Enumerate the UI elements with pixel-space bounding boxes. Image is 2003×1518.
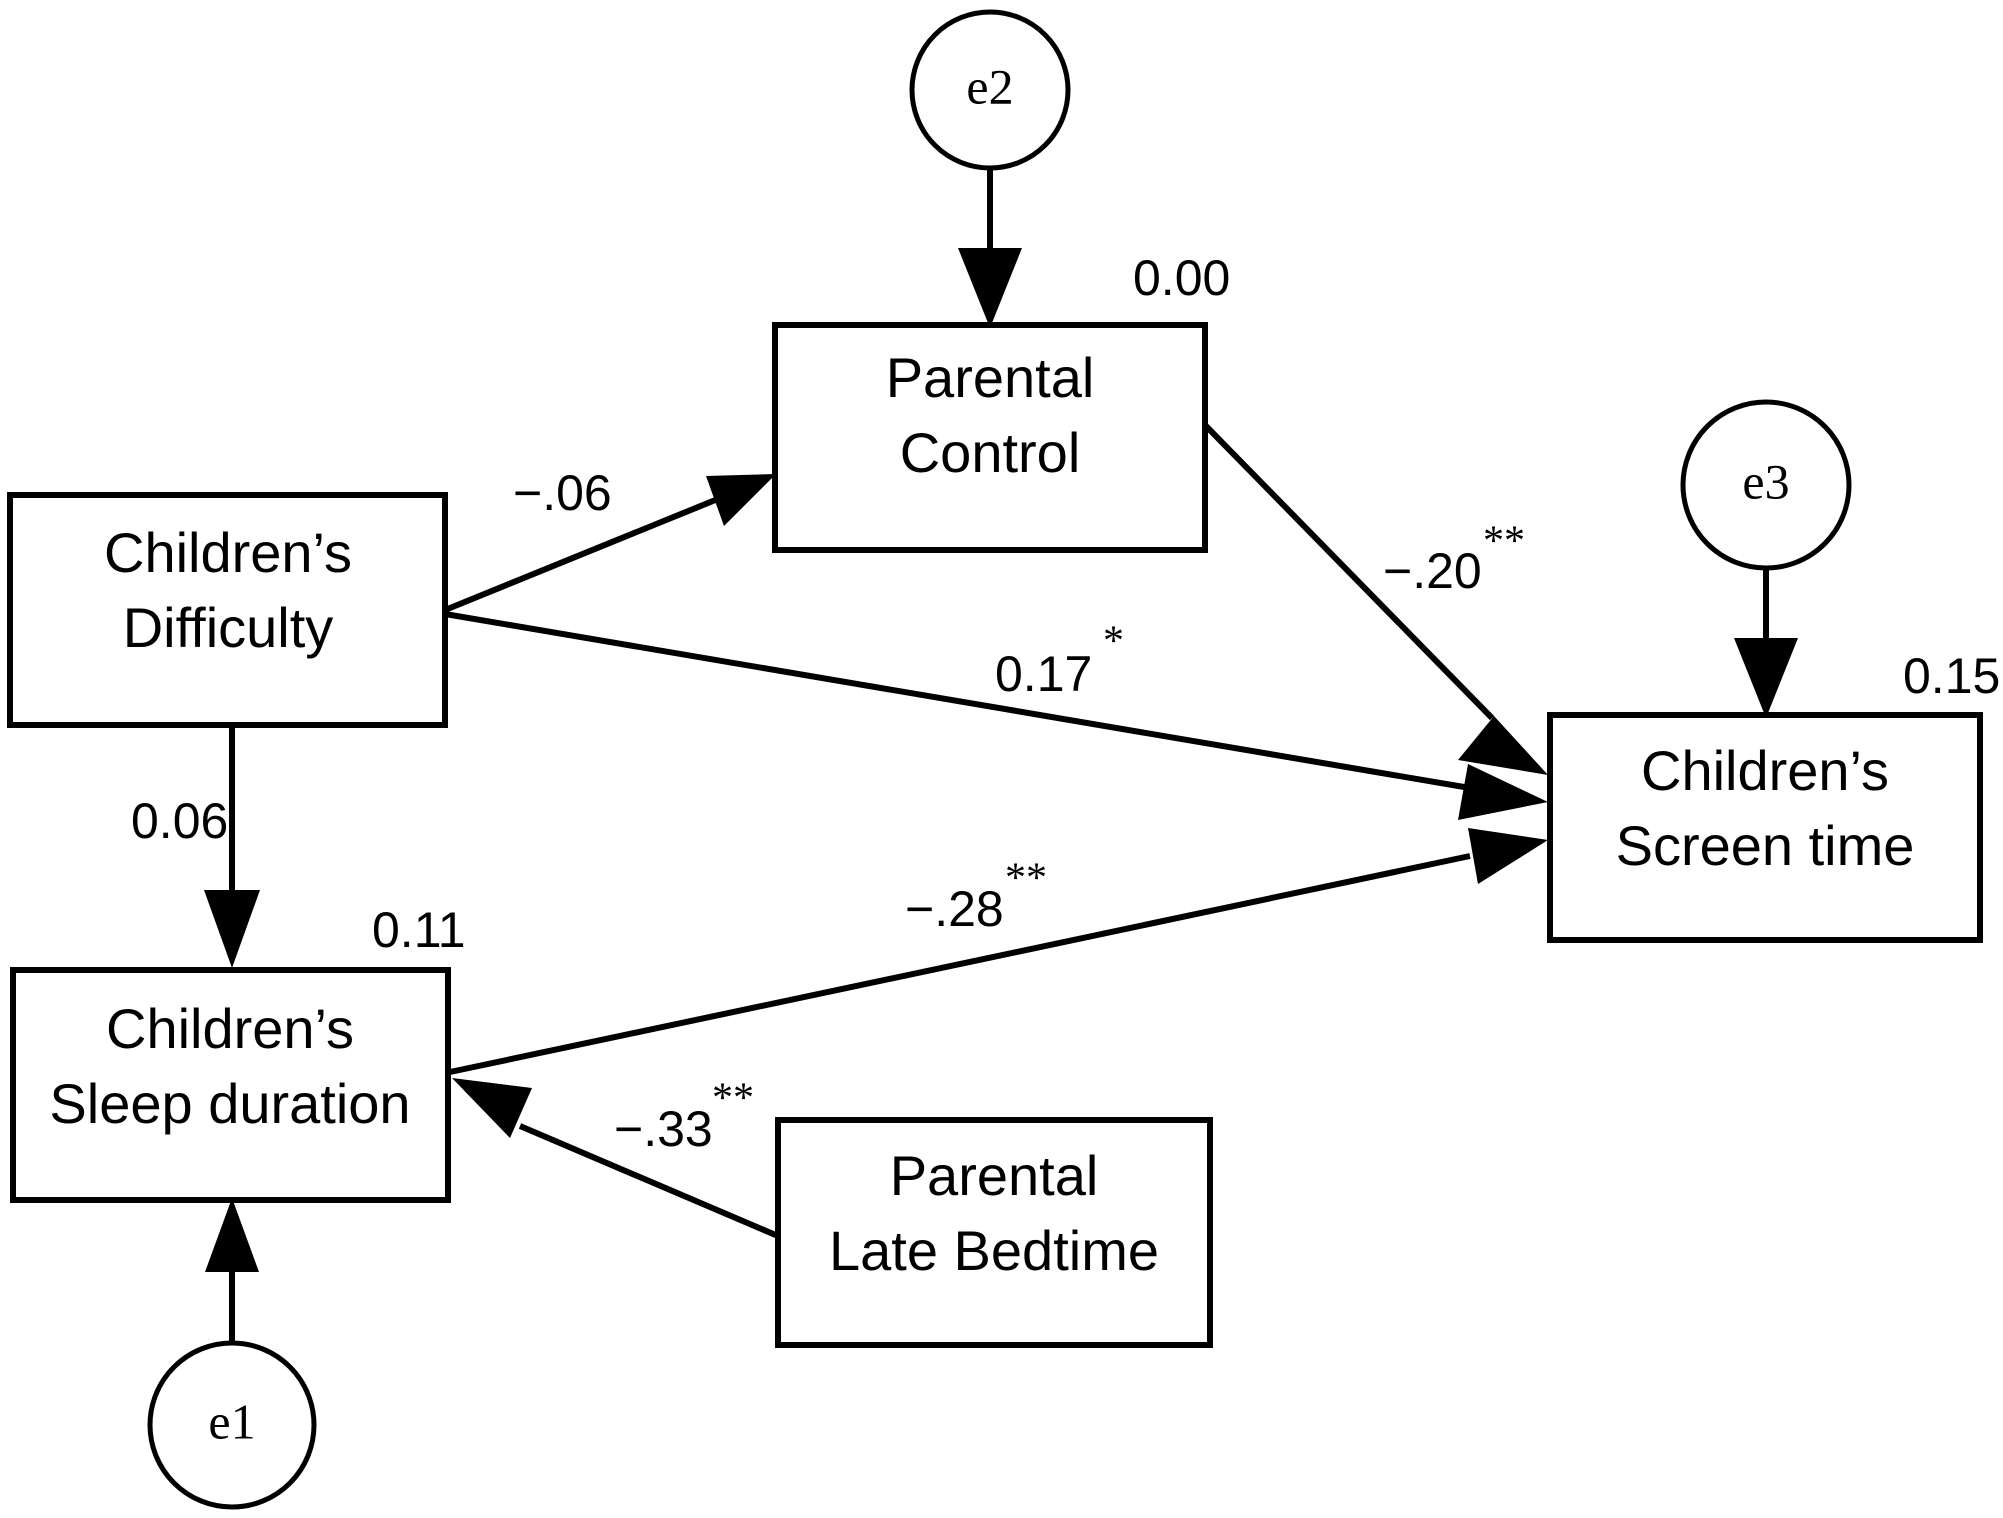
node-e1[interactable]: e1 (147, 1340, 317, 1510)
node-box[interactable] (7, 492, 448, 728)
node-box[interactable] (1547, 712, 1983, 943)
path-late-bedtime-to-sleep-duration (452, 1078, 780, 1239)
coefficient-difficulty-to-sleep-duration: 0.06 (131, 793, 228, 849)
node-label-line1: Children’s (1641, 739, 1889, 802)
coefficient-value: −.33 (614, 1101, 713, 1157)
coefficient-value: −.28 (905, 881, 1004, 937)
node-childrens-sleep-duration[interactable]: Children’s Sleep duration (10, 967, 451, 1203)
path-line (443, 489, 737, 613)
node-e3[interactable]: e3 (1680, 399, 1852, 571)
node-parental-control[interactable]: Parental Control (772, 322, 1208, 553)
node-box[interactable] (10, 967, 451, 1203)
arrow-head (205, 1198, 259, 1272)
path-e3-to-screen-time (1734, 568, 1798, 718)
arrow-head (1458, 716, 1548, 775)
path-line (449, 853, 1471, 1075)
path-difficulty-to-screen-time (444, 611, 1548, 820)
r2-childrens-sleep-duration: 0.11 (372, 902, 466, 958)
node-label-line2: Difficulty (123, 596, 334, 659)
path-line (518, 1123, 780, 1239)
significance-stars: ** (712, 1076, 754, 1122)
path-difficulty-to-parental-control (443, 474, 776, 613)
path-e1-to-sleep-duration (205, 1198, 259, 1343)
node-label-line2: Late Bedtime (829, 1219, 1159, 1282)
path-e2-to-parental-control (958, 168, 1022, 328)
path-parental-control-to-screen-time (1202, 422, 1548, 775)
coefficient-value: −.06 (513, 465, 612, 521)
error-label: e1 (208, 1393, 255, 1449)
node-childrens-difficulty[interactable]: Children’s Difficulty (7, 492, 448, 728)
r2-parental-control: 0.00 (1133, 250, 1230, 306)
error-label: e3 (1742, 453, 1789, 509)
significance-stars: ** (1005, 856, 1047, 902)
node-e2[interactable]: e2 (909, 9, 1071, 171)
path-difficulty-to-sleep-duration (204, 725, 260, 968)
coefficient-value: 0.17 (995, 646, 1092, 702)
arrow-head (204, 890, 260, 968)
node-box[interactable] (775, 1117, 1213, 1348)
error-label: e2 (966, 58, 1013, 114)
coefficient-sleep-duration-to-screen-time: −.28 ** (905, 856, 1047, 938)
arrow-head (452, 1078, 532, 1138)
arrow-head (1468, 828, 1548, 884)
coefficient-difficulty-to-parental-control: −.06 (513, 465, 612, 521)
node-label-line1: Parental (890, 1144, 1099, 1207)
node-label-line1: Children’s (106, 997, 354, 1060)
node-childrens-screen-time[interactable]: Children’s Screen time (1547, 712, 1983, 943)
error-circle[interactable] (909, 9, 1071, 171)
coefficient-late-bedtime-to-sleep-duration: −.33 ** (614, 1076, 754, 1158)
node-label-line2: Screen time (1616, 814, 1915, 877)
coefficient-value: −.20 (1383, 543, 1482, 599)
node-label-line2: Sleep duration (49, 1072, 410, 1135)
error-circle[interactable] (147, 1340, 317, 1510)
r2-childrens-screen-time: 0.15 (1903, 648, 2000, 704)
path-sleep-duration-to-screen-time (449, 828, 1548, 1075)
arrow-head (1458, 764, 1548, 820)
arrow-head (958, 248, 1022, 328)
node-label-line1: Children’s (104, 521, 352, 584)
path-line (1202, 422, 1495, 721)
coefficient-difficulty-to-screen-time: 0.17 * (995, 619, 1124, 703)
error-circle[interactable] (1680, 399, 1852, 571)
node-box[interactable] (772, 322, 1208, 553)
significance-stars: ** (1483, 519, 1525, 565)
arrow-head (1734, 638, 1798, 718)
node-label-line2: Control (900, 421, 1081, 484)
path-line (444, 611, 1471, 791)
node-label-line1: Parental (886, 346, 1095, 409)
coefficient-parental-control-to-screen-time: −.20 ** (1383, 519, 1525, 600)
arrow-head (706, 474, 776, 526)
coefficient-value: 0.06 (131, 793, 228, 849)
node-parental-late-bedtime[interactable]: Parental Late Bedtime (775, 1117, 1213, 1348)
significance-stars: * (1103, 619, 1124, 665)
